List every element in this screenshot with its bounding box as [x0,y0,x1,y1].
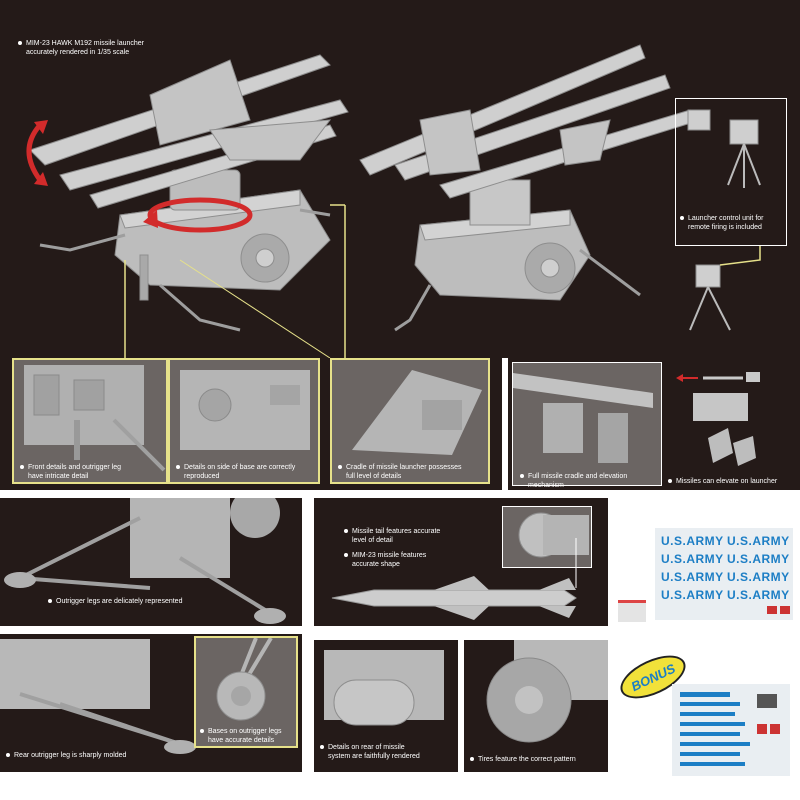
cradle-detail-image [352,370,482,455]
elevate-parts-image [676,372,760,466]
missile-panel: Missile tail features accurate level of … [314,498,608,626]
right-launcher-model [359,44,695,332]
tires-image [486,640,608,743]
bullet-icon [520,474,524,479]
control-unit-inset [675,98,787,246]
front-detail-image [24,365,166,472]
bullet-icon [6,753,10,758]
front-detail-inset: Front details and outrigger leg have int… [12,358,168,484]
elevate-label: Missiles can elevate on launcher [668,478,798,487]
elevation-arrow-icon [26,123,43,182]
bullet-icon [668,479,672,484]
bullet-icon [200,729,204,734]
bonus-text: BONUS [628,660,678,694]
cradle-detail-inset: Cradle of missile launcher possesses ful… [330,358,490,484]
side-detail-inset: Details on side of base are correctly re… [168,358,320,484]
rear-leg-image [0,639,196,754]
rear-leg-panel: Bases on outrigger legs have accurate de… [0,634,302,772]
main-feature-panel: MIM-23 HAWK M192 missile launcher accura… [0,0,800,358]
decal-sheet-main: U.S.ARMY U.S.ARMY U.S.ARMY U.S.ARMY U.S.… [655,528,793,620]
traverse-arrow-icon [147,197,253,233]
elevation-image [513,373,653,463]
outrigger-label: Outrigger legs are delicately represente… [48,598,248,607]
missile-tail-image [518,512,589,558]
tires-panel: Tires feature the correct pattern [464,640,608,772]
decal-row: U.S.ARMY [727,534,790,548]
launcher-illustration [26,44,761,358]
bullet-icon [680,216,684,221]
outrigger-image [4,498,286,624]
bullet-icon [176,465,180,470]
bullet-icon [344,553,348,558]
title-label: MIM-23 HAWK M192 missile launcher accura… [18,40,218,57]
control-unit-label: Launcher control unit for remote firing … [680,215,790,232]
rear-leg-label: Rear outrigger leg is sharply molded [6,752,196,761]
detail-row-panel: Front details and outrigger leg have int… [0,358,502,490]
control-unit-model [687,109,761,331]
bullet-icon [48,599,52,604]
decal-row: U.S.ARMY [661,570,724,584]
cradle-detail-label: Cradle of missile launcher possesses ful… [338,464,488,481]
bases-label: Bases on outrigger legs have accurate de… [200,728,300,745]
bullet-icon [20,465,24,470]
bullet-icon [338,465,342,470]
decal-side-strip [618,600,646,622]
tires-label: Tires feature the correct pattern [470,756,608,765]
elevation-panel: Full missile cradle and elevation mechan… [508,358,800,490]
front-detail-label: Front details and outrigger leg have int… [20,464,170,481]
bullet-icon [320,745,324,750]
rear-system-panel: Details on rear of missile system are fa… [314,640,458,772]
side-detail-label: Details on side of base are correctly re… [176,464,321,481]
elevation-inset [512,362,662,486]
missile-shape-label: MIM-23 missile features accurate shape [344,552,494,569]
decal-row: U.S.ARMY [727,570,790,584]
decal-row: U.S.ARMY [727,588,790,602]
bonus-decal-image [680,692,780,766]
missile-tail-label: Missile tail features accurate level of … [344,528,494,545]
outrigger-panel: Outrigger legs are delicately represente… [0,498,302,626]
rear-system-image [324,650,444,726]
missile-tail-inset [502,506,592,568]
missile-image [331,538,577,620]
bullet-icon [344,529,348,534]
elevation-label: Full missile cradle and elevation mechan… [520,473,670,490]
bases-image [216,638,273,721]
decal-row: U.S.ARMY [661,588,724,602]
bases-inset: Bases on outrigger legs have accurate de… [194,636,298,748]
decal-row: U.S.ARMY [661,534,724,548]
decal-sheet-bonus [672,684,790,776]
rear-system-label: Details on rear of missile system are fa… [320,744,458,761]
decal-row: U.S.ARMY [727,552,790,566]
side-detail-image [180,370,310,450]
bullet-icon [18,41,22,46]
decal-row: U.S.ARMY [661,552,724,566]
bullet-icon [470,757,474,762]
left-launcher-model [29,54,349,332]
